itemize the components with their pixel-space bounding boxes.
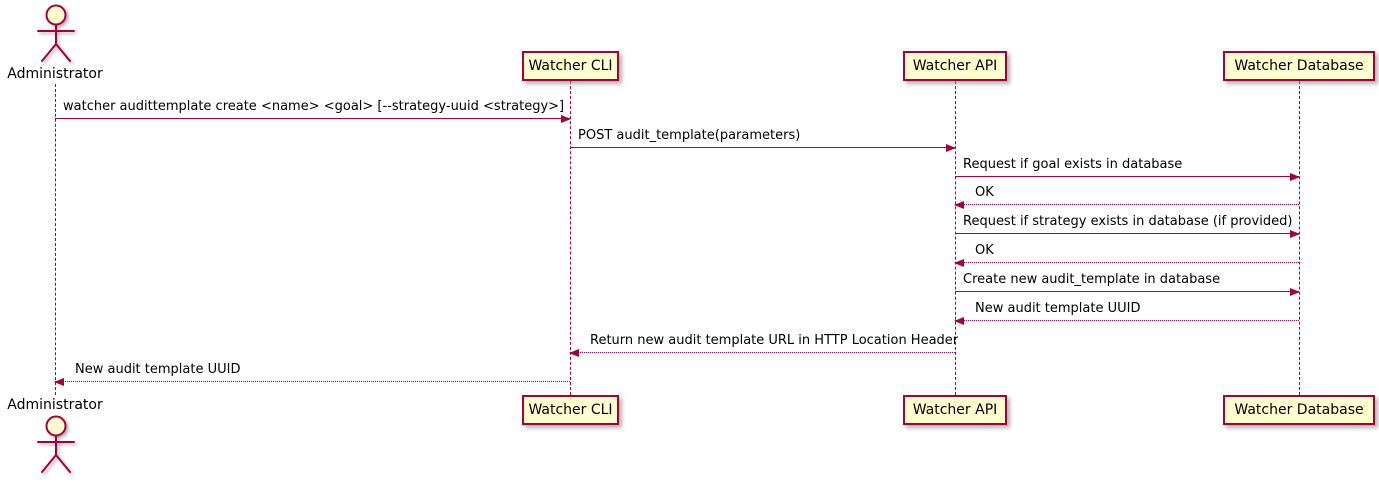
arrowhead-left-icon xyxy=(954,259,964,267)
message-arrow-line xyxy=(55,115,571,123)
participant-box-watcher-cli-top: Watcher CLI xyxy=(522,51,619,81)
message-label: Create new audit_template in database xyxy=(963,272,1221,287)
participant-box-watcher-database-top: Watcher Database xyxy=(1223,51,1375,81)
message-arrow-line xyxy=(955,173,1300,181)
lifeline-watcher-api xyxy=(955,81,956,395)
message-create-audit-template-db: Create new audit_template in database xyxy=(955,271,1300,296)
message-arrow-line xyxy=(570,144,956,152)
administrator-label-bottom: Administrator xyxy=(7,397,103,413)
message-label: New audit template UUID xyxy=(75,362,241,377)
arrowhead-left-icon xyxy=(954,201,964,209)
message-arrow-line xyxy=(955,230,1300,238)
message-return-line xyxy=(54,378,570,386)
message-request-strategy-exists: Request if strategy exists in database (… xyxy=(955,213,1300,238)
participant-box-watcher-api-bottom: Watcher API xyxy=(903,395,1007,425)
message-request-goal-exists: Request if goal exists in database xyxy=(955,156,1300,181)
lifeline-administrator xyxy=(55,84,56,395)
administrator-label-top: Administrator xyxy=(7,66,103,82)
message-create-audittemplate: watcher audittemplate create <name> <goa… xyxy=(55,98,571,123)
message-label: watcher audittemplate create <name> <goa… xyxy=(63,99,565,114)
arrowhead-left-icon xyxy=(54,378,64,386)
message-label: New audit template UUID xyxy=(975,301,1141,316)
arrowhead-left-icon xyxy=(569,349,579,357)
participant-box-watcher-cli-bottom: Watcher CLI xyxy=(522,395,619,425)
arrowhead-right-icon xyxy=(1290,173,1300,181)
lifeline-watcher-database xyxy=(1299,81,1300,395)
message-ok-strategy: OK xyxy=(954,242,1299,267)
message-new-uuid-from-db: New audit template UUID xyxy=(954,300,1299,325)
message-ok-goal: OK xyxy=(954,184,1299,209)
message-label: Return new audit template URL in HTTP Lo… xyxy=(590,333,959,348)
message-new-uuid-to-admin: New audit template UUID xyxy=(54,361,570,386)
message-return-line xyxy=(954,259,1299,267)
arrowhead-right-icon xyxy=(561,115,571,123)
message-label: Request if goal exists in database xyxy=(963,157,1183,172)
message-label: OK xyxy=(975,185,994,200)
message-return-url-location-header: Return new audit template URL in HTTP Lo… xyxy=(569,332,959,357)
message-return-line xyxy=(954,317,1299,325)
arrowhead-left-icon xyxy=(954,317,964,325)
administrator-actor-icon-bottom xyxy=(37,415,75,473)
message-post-audit-template: POST audit_template(parameters) xyxy=(570,127,956,152)
participant-box-watcher-database-bottom: Watcher Database xyxy=(1223,395,1375,425)
message-label: Request if strategy exists in database (… xyxy=(963,214,1293,229)
arrowhead-right-icon xyxy=(1290,288,1300,296)
message-label: OK xyxy=(975,243,994,258)
arrowhead-right-icon xyxy=(946,144,956,152)
arrowhead-right-icon xyxy=(1290,230,1300,238)
message-return-line xyxy=(569,349,955,357)
administrator-actor-icon xyxy=(37,4,75,62)
message-label: POST audit_template(parameters) xyxy=(578,128,801,143)
message-return-line xyxy=(954,201,1299,209)
participant-box-watcher-api-top: Watcher API xyxy=(903,51,1007,81)
lifeline-watcher-cli xyxy=(570,81,571,395)
message-arrow-line xyxy=(955,288,1300,296)
